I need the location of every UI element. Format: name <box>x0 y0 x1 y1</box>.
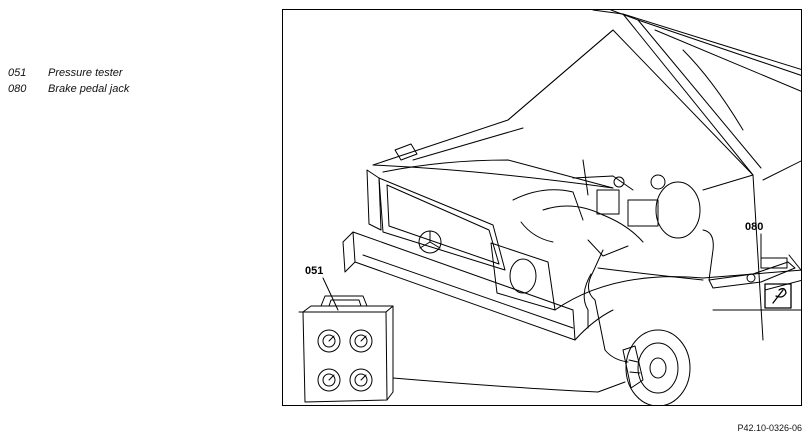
bumper <box>342 231 576 341</box>
callout-080: 080 <box>745 221 763 233</box>
grille <box>378 177 506 271</box>
engine-bay <box>512 159 701 273</box>
windshield <box>592 10 801 176</box>
turn-signal <box>394 143 418 161</box>
figure-frame: 051 080 <box>282 9 802 406</box>
reference-code: P42.10-0326-06 <box>737 423 802 433</box>
brake-pedal-jack <box>702 229 801 289</box>
legend-item: 051 Pressure tester <box>8 65 129 81</box>
hood <box>372 29 754 191</box>
legend-code: 080 <box>8 83 27 95</box>
test-hose <box>392 377 626 393</box>
pressure-tester <box>298 295 394 403</box>
legend-item: 080 Brake pedal jack <box>8 81 129 97</box>
leader-line-051 <box>322 277 339 311</box>
vehicle-illustration: 051 080 <box>298 10 801 405</box>
brake-disc <box>622 329 691 405</box>
legend: 051 Pressure tester 080 Brake pedal jack <box>8 65 129 97</box>
brake-lines <box>583 267 704 363</box>
legend-label: Brake pedal jack <box>48 83 130 95</box>
legend-label: Pressure tester <box>48 67 123 79</box>
callout-051: 051 <box>305 265 323 277</box>
legend-code: 051 <box>8 67 27 79</box>
service-symbol-icon <box>764 283 792 309</box>
body-side <box>554 160 801 341</box>
